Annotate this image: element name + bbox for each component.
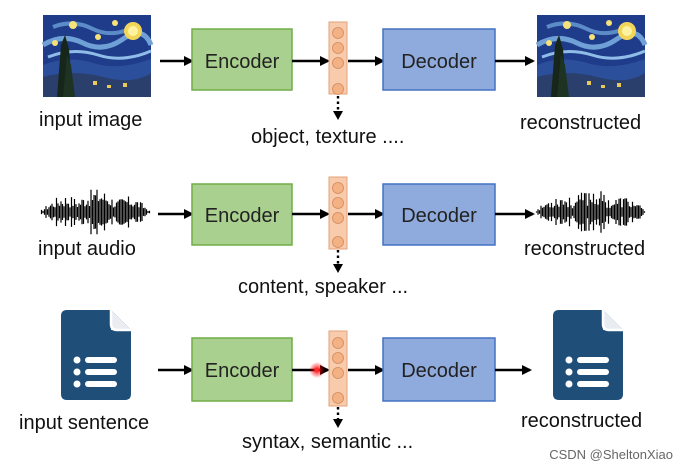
reconstructed-sentence-label: reconstructed xyxy=(521,410,643,432)
decoder-block xyxy=(382,337,496,402)
reconstructed-image-thumbnail xyxy=(537,15,645,97)
latent-image-label: object, texture .... xyxy=(251,126,405,148)
latent-node xyxy=(332,212,344,224)
latent-node xyxy=(332,42,344,54)
highlight-dot-core xyxy=(314,367,320,373)
latent-node xyxy=(332,392,344,404)
encoder-block xyxy=(191,28,293,91)
reconstructed-audio-waveform xyxy=(535,191,646,233)
latent-node xyxy=(332,57,344,69)
decoder-label: Decoder xyxy=(401,205,477,227)
reconstructed-document-icon xyxy=(551,308,625,402)
latent-node xyxy=(332,83,344,95)
latent-node xyxy=(332,352,344,364)
reconstructed-audio-label: reconstructed xyxy=(524,238,646,260)
input-audio-waveform xyxy=(40,189,151,235)
latent-node xyxy=(332,27,344,39)
input-image-label: input image xyxy=(39,109,143,131)
latent-node xyxy=(332,367,344,379)
input-audio-label: input audio xyxy=(38,238,136,260)
decoder-block xyxy=(382,28,496,91)
encoder-label: Encoder xyxy=(205,360,280,382)
latent-dotted-arrowhead xyxy=(333,111,343,120)
decoder-label: Decoder xyxy=(401,51,477,73)
latent-audio-label: content, speaker ... xyxy=(238,276,409,298)
latent-node xyxy=(332,236,344,248)
latent-node xyxy=(332,197,344,209)
decoder-label: Decoder xyxy=(401,360,477,382)
watermark: CSDN @SheltonXiao xyxy=(549,447,673,462)
latent-node xyxy=(332,182,344,194)
input-document-icon xyxy=(59,308,133,402)
latent-sentence-label: syntax, semantic ... xyxy=(242,431,414,453)
input-sentence-label: input sentence xyxy=(19,412,150,434)
input-image-thumbnail xyxy=(43,15,151,97)
latent-dotted-arrowhead xyxy=(333,419,343,428)
encoder-label: Encoder xyxy=(205,51,280,73)
row-sentence: Encoder Decoder xyxy=(59,308,625,428)
reconstructed-image-label: reconstructed xyxy=(520,112,642,134)
latent-node xyxy=(332,337,344,349)
latent-dotted-arrowhead xyxy=(333,264,343,273)
encoder-label: Encoder xyxy=(205,205,280,227)
row-audio: Encoder Decoder xyxy=(40,176,646,273)
row-image: Encoder Decoder xyxy=(43,15,645,120)
